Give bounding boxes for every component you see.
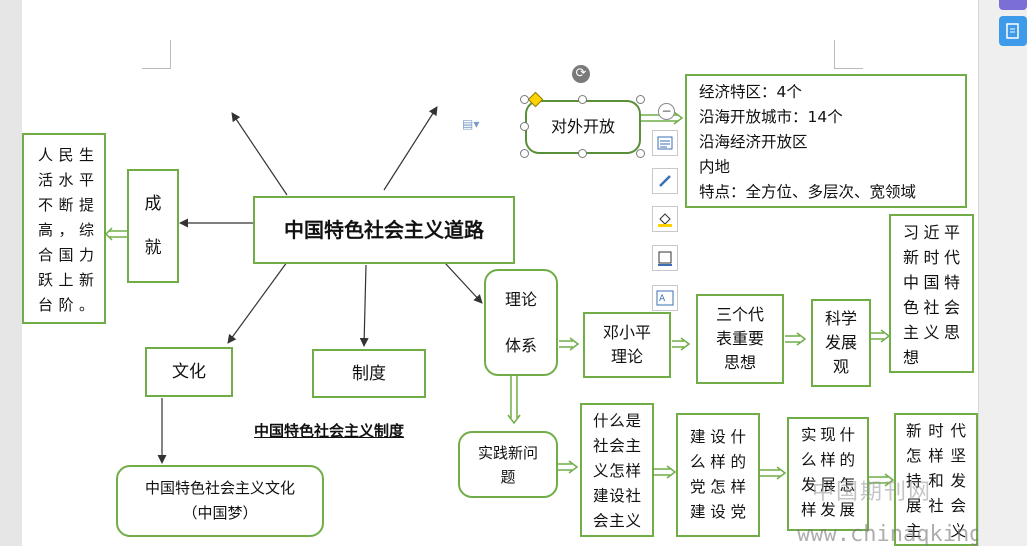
dbl-arrow-deng-three — [672, 340, 684, 348]
system-caption: 中国特色社会主义制度 — [254, 422, 405, 440]
scientific-development-node[interactable]: 科学 发展 观 — [811, 299, 871, 387]
dbl-arrow-q1-q2 — [654, 468, 670, 476]
arrow-center-upleft — [231, 112, 288, 196]
dbl-arrow-theory-deng — [559, 340, 573, 348]
margin-mark-top-left — [142, 40, 171, 69]
opening-detail-line: 内地 — [699, 158, 731, 176]
arrow-center-culture — [227, 257, 291, 344]
deng-node[interactable]: 邓小平 理论 — [583, 312, 671, 378]
practice-node[interactable]: 实践新问 题 — [458, 431, 558, 498]
opening-detail-line: 沿海经济开放区 — [699, 133, 808, 151]
resize-handle-ml[interactable] — [520, 122, 529, 131]
sidebar-top-button[interactable] — [999, 0, 1027, 10]
margin-mark-top-right — [834, 40, 863, 69]
opening-detail-line: 特点：全方位、多层次、宽领域 — [699, 183, 917, 201]
document-assistant-icon[interactable] — [999, 16, 1027, 46]
resize-handle-tc[interactable] — [578, 95, 587, 104]
arrow-center-upright — [383, 106, 438, 191]
collapse-icon[interactable]: − — [658, 103, 675, 120]
opening-detail-line: 经济特区：4个 — [699, 83, 802, 101]
rotate-handle-icon[interactable]: ⟳ — [572, 65, 590, 83]
system-node[interactable]: 制度 — [312, 349, 426, 398]
opening-detail-node[interactable]: 经济特区：4个 沿海开放城市：14个 沿海经济开放区 内地 特点：全方位、多层次… — [685, 74, 967, 208]
resize-handle-tr[interactable] — [636, 95, 645, 104]
document-page: 中国特色社会主义道路 成 就 人民生活水平不断提高，综合国力跃上新台阶。 对外开… — [22, 0, 978, 546]
center-node[interactable]: 中国特色社会主义道路 — [253, 196, 515, 264]
three-represents-node[interactable]: 三个代 表重要 思想 — [696, 294, 784, 384]
xi-thought-node[interactable]: 习近平新时代中国特色社会主义思想 — [889, 214, 974, 373]
theory-node[interactable]: 理论 体系 — [484, 269, 558, 376]
achievement-node[interactable]: 成 就 — [127, 169, 179, 283]
text-box-icon[interactable]: A — [652, 285, 678, 311]
fill-color-icon[interactable] — [652, 206, 678, 232]
resize-handle-br[interactable] — [636, 149, 645, 158]
resize-handle-tl[interactable] — [520, 95, 529, 104]
question-node-2[interactable]: 建设什么样的党怎样建设党 — [676, 413, 760, 537]
layout-options-icon[interactable] — [652, 130, 678, 156]
achievement-detail-node[interactable]: 人民生活水平不断提高，综合国力跃上新台阶。 — [22, 133, 106, 324]
opening-node[interactable]: 对外开放 — [525, 100, 641, 154]
opening-detail-line: 沿海开放城市：14个 — [699, 108, 843, 126]
dbl-arrow-achievement — [109, 230, 127, 238]
watermark-cn: 中国期刊网 — [812, 480, 933, 505]
question-node-4[interactable]: 新时代怎样坚持和发展社会主义 — [894, 413, 978, 546]
pen-style-icon[interactable] — [652, 168, 678, 194]
dbl-arrow-q2-q3 — [760, 469, 780, 477]
dbl-arrow-three-sci — [785, 335, 800, 343]
question-node-1[interactable]: 什么是社会主义怎样建设社会主义 — [580, 403, 654, 537]
culture-node[interactable]: 文化 — [145, 347, 233, 397]
question-node-3[interactable]: 实现什么样的发展怎样发展 — [787, 417, 869, 531]
right-sidebar — [978, 0, 1027, 546]
dbl-arrow-theory-practice — [510, 376, 518, 418]
resize-handle-bl[interactable] — [520, 149, 529, 158]
resize-handle-bc[interactable] — [578, 149, 587, 158]
dbl-arrow-sci-xi — [871, 332, 884, 340]
svg-text:A: A — [659, 294, 666, 304]
watermark-url: www.chinaqking.com — [797, 522, 978, 546]
culture-detail-node[interactable]: 中国特色社会主义文化 （中国梦） — [116, 465, 324, 537]
dbl-arrow-practice-q1 — [558, 463, 572, 471]
outline-icon[interactable] — [652, 245, 678, 271]
mindmap-connectors — [104, 106, 895, 487]
paste-options-icon[interactable]: ▤▾ — [462, 117, 480, 131]
arrow-center-system — [359, 264, 369, 347]
dbl-arrow-q3-q4 — [869, 476, 888, 484]
